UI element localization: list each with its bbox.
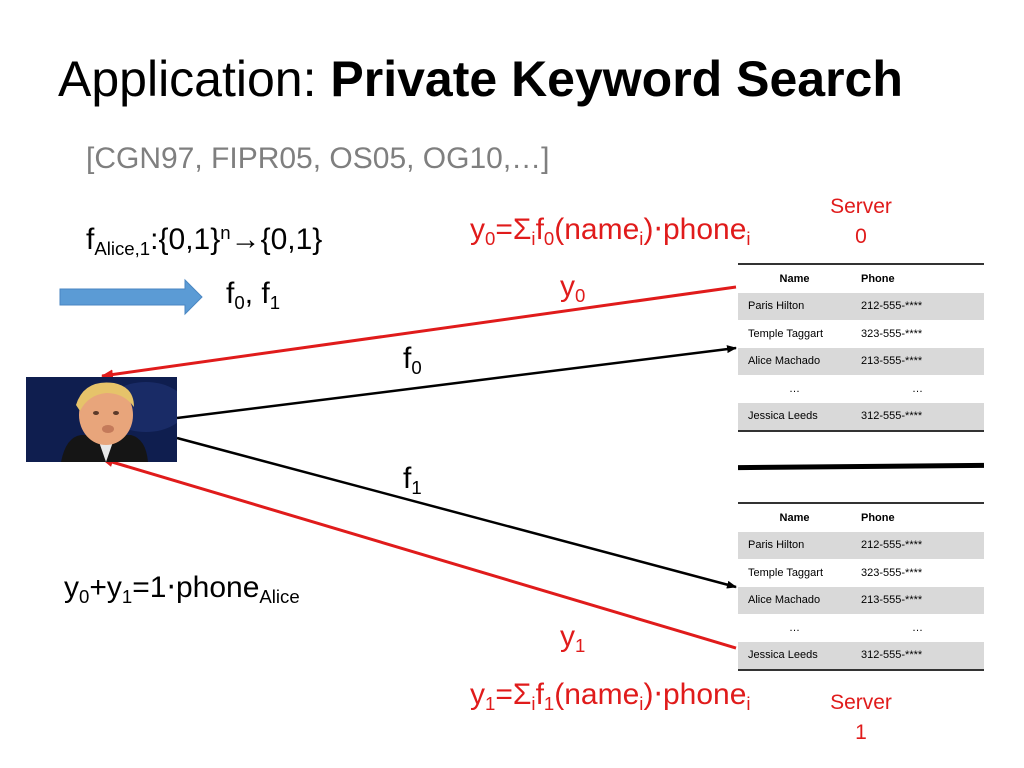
function-shares-label: f0, f1 [226, 277, 281, 313]
title-bold: Private Keyword Search [330, 51, 903, 107]
result-equation: y0+y1=1⋅phoneAlice [64, 571, 300, 607]
implies-arrow-icon: → [230, 223, 261, 257]
arrow-y0 [101, 285, 737, 380]
client-photo [26, 377, 177, 462]
arrow-f1 [176, 436, 737, 589]
query-f1-label: f1 [403, 462, 422, 498]
response-y1-label: y1 [560, 620, 586, 656]
blue-arrow-icon [59, 278, 203, 316]
function-definition: fAlice,1:{0,1}n→{0,1} [86, 222, 323, 260]
table-row: …… [789, 382, 923, 395]
response-y0-label: y0 [560, 270, 586, 306]
slide-title: Application: Private Keyword Search [58, 52, 903, 107]
table-row: …… [789, 621, 923, 634]
arrow-f0 [176, 345, 737, 420]
formula-y0: y0=Σif0(namei)⋅phonei [470, 213, 751, 249]
arrow-y1 [101, 457, 737, 650]
query-f0-label: f0 [403, 342, 422, 378]
formula-y1: y1=Σif1(namei)⋅phonei [470, 678, 751, 714]
title-prefix: Application: [58, 51, 317, 107]
citation: [CGN97, FIPR05, OS05, OG10,…] [86, 142, 550, 175]
